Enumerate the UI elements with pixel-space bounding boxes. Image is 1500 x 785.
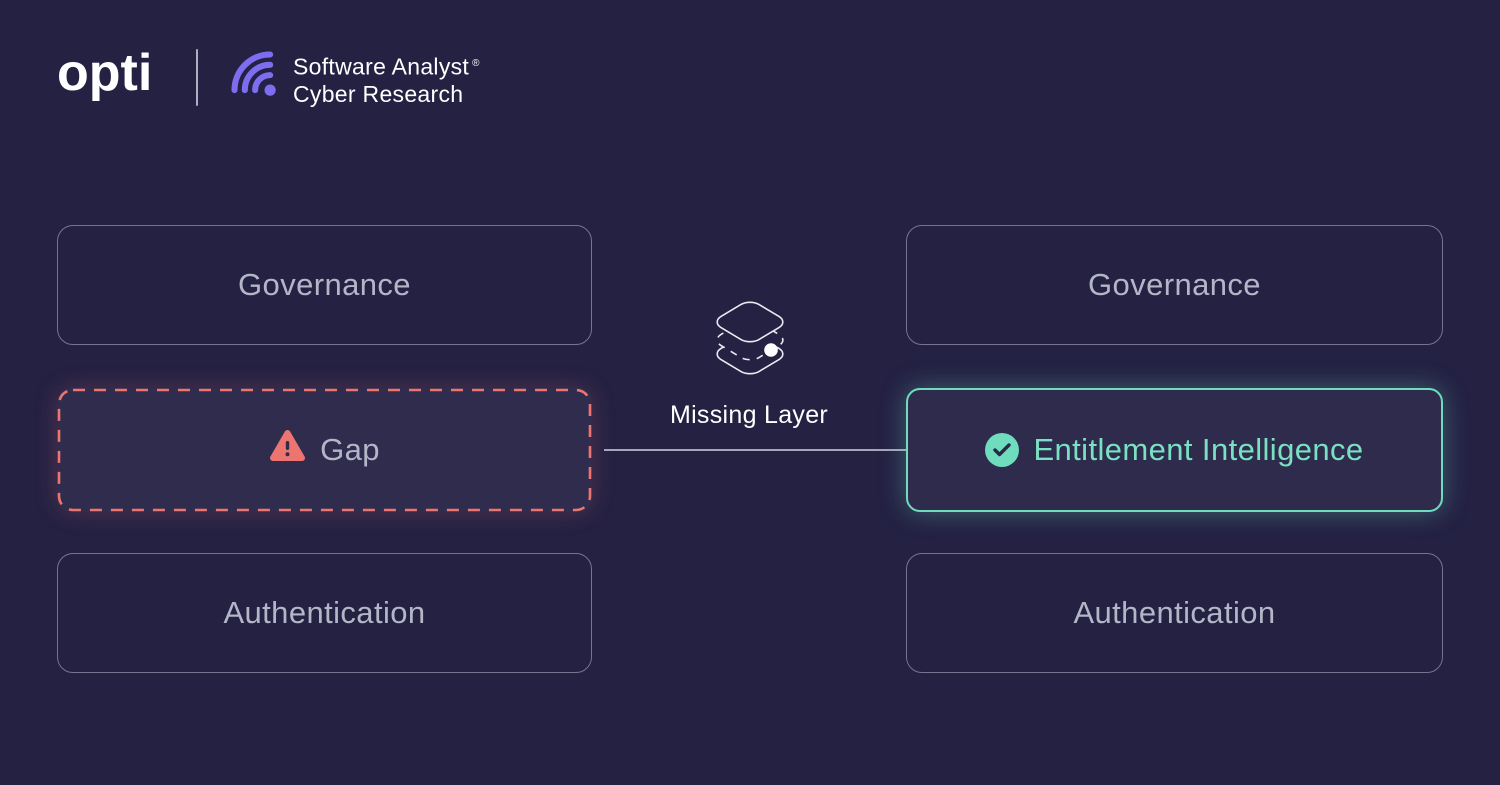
org-line2: Cyber Research [293, 80, 464, 107]
check-icon [985, 433, 1020, 467]
gap-label: Gap [320, 432, 380, 467]
org-name: Software Analyst® Cyber Research [293, 50, 480, 108]
entitlement-intelligence-label: Entitlement Intelligence [1033, 432, 1364, 467]
warning-icon [269, 429, 306, 471]
org-line1: Software Analyst [293, 53, 470, 80]
gap-to-entitlement-arrow [598, 436, 940, 469]
left-authentication-box: Authentication [57, 553, 592, 673]
right-authentication-label: Authentication [1073, 595, 1276, 630]
right-authentication-box: Authentication [906, 553, 1443, 673]
gap-dashed-border [57, 388, 592, 512]
missing-layer-label: Missing Layer [669, 401, 829, 429]
brand-divider [196, 49, 198, 106]
entitlement-intelligence-box: Entitlement Intelligence [906, 388, 1443, 512]
signal-arcs-icon [227, 47, 287, 112]
registered-trademark: ® [472, 58, 480, 69]
gap-box: Gap [57, 388, 592, 512]
left-authentication-label: Authentication [223, 595, 426, 630]
right-governance-box: Governance [906, 225, 1443, 345]
right-governance-label: Governance [1088, 267, 1261, 302]
opti-logo: opti [57, 44, 153, 102]
left-governance-label: Governance [238, 267, 411, 302]
left-governance-box: Governance [57, 225, 592, 345]
layers-icon [704, 294, 796, 391]
